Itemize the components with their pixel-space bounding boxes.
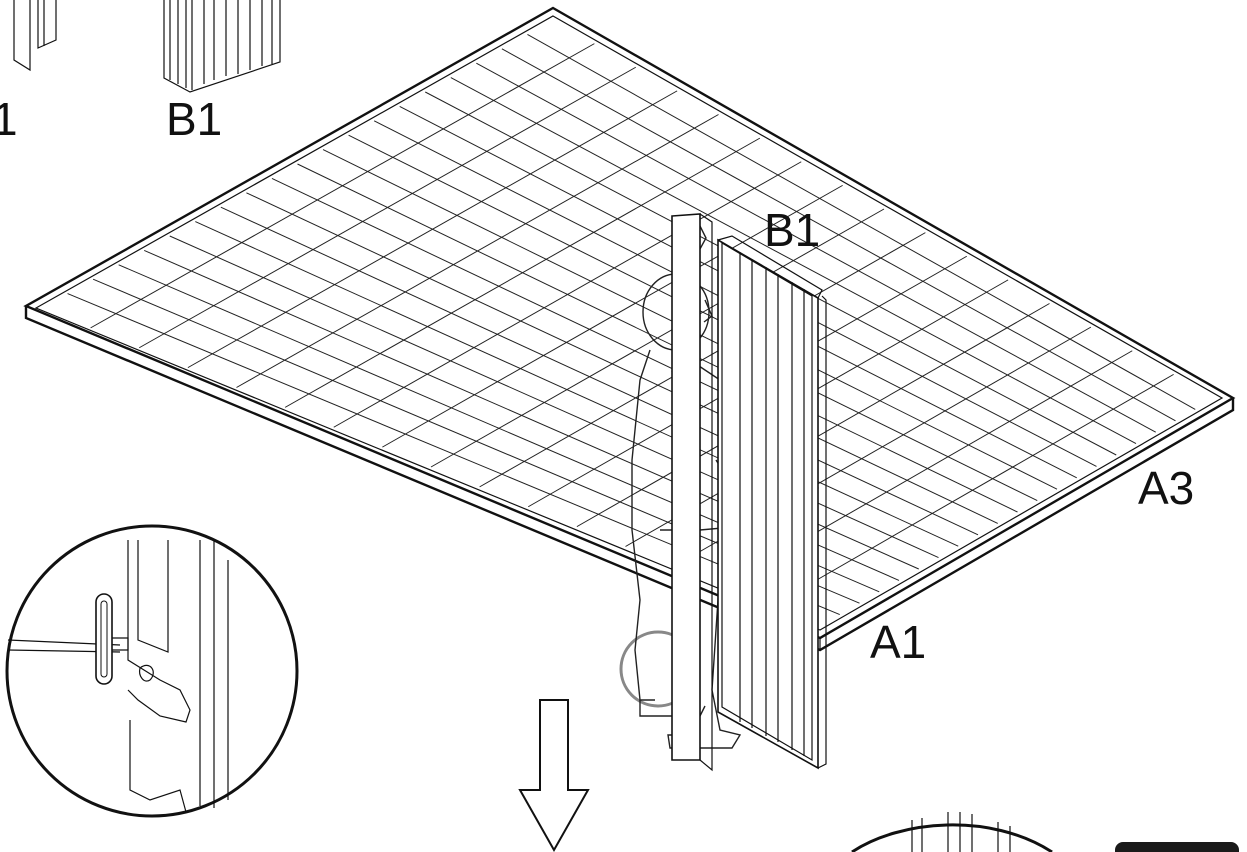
panel-label-b1: B1 bbox=[764, 204, 820, 256]
grid-line bbox=[333, 161, 802, 428]
corner-box bbox=[1115, 842, 1239, 852]
floor-label-a3: A3 bbox=[1138, 462, 1194, 514]
part-label-b1: B1 bbox=[166, 93, 222, 145]
grid-line bbox=[382, 184, 843, 448]
next-step-partial bbox=[851, 812, 1239, 852]
grid-line bbox=[430, 208, 885, 468]
wall-panel-b1 bbox=[671, 213, 827, 772]
grid-line bbox=[139, 66, 636, 349]
grid-line bbox=[236, 114, 719, 388]
part-label-partial: 1 bbox=[0, 93, 18, 145]
grid-line bbox=[771, 373, 1174, 607]
part-sketch-partial bbox=[13, 0, 57, 72]
part-sketch-b1 bbox=[163, 0, 281, 93]
grid-line bbox=[90, 43, 595, 329]
detail-zoom-circle bbox=[5, 524, 299, 818]
grid-line bbox=[479, 232, 926, 488]
grid-line bbox=[187, 90, 678, 369]
grid-line bbox=[284, 137, 761, 408]
down-arrow bbox=[518, 699, 590, 852]
floor-label-a1: A1 bbox=[870, 616, 926, 668]
